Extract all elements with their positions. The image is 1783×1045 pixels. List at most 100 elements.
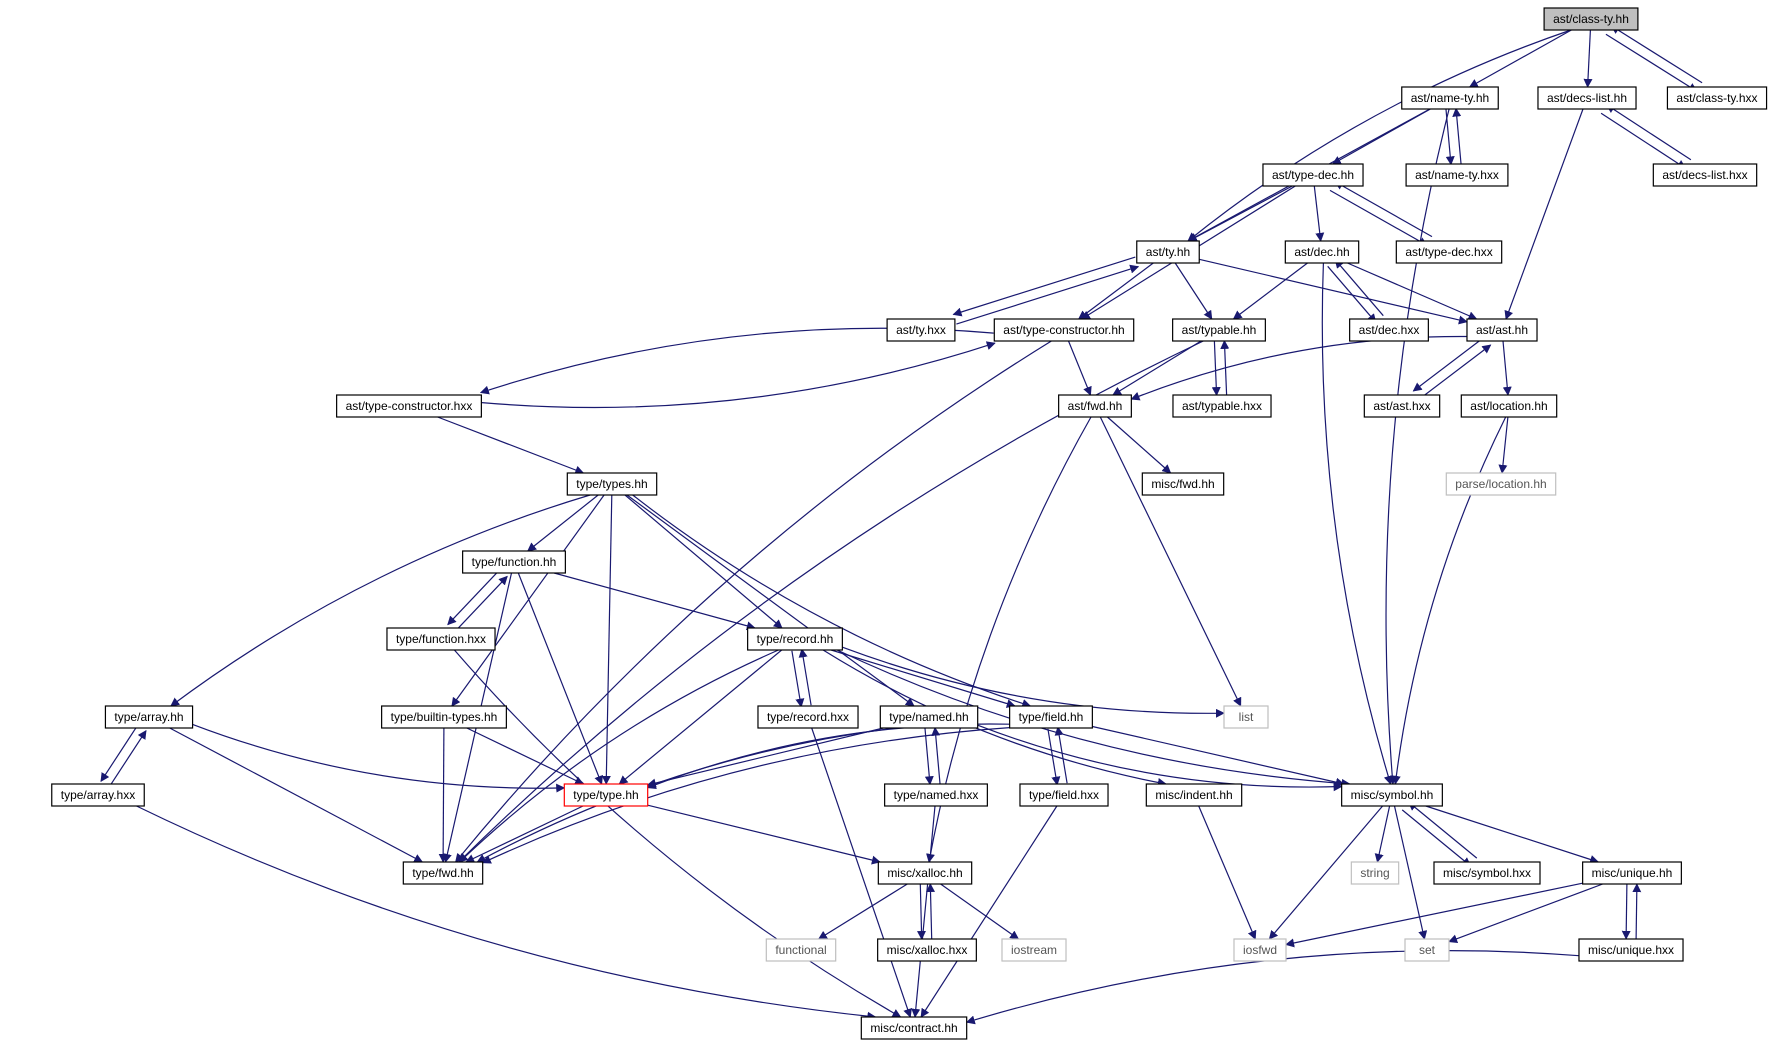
node-type-named-hxx[interactable]: type/named.hxx <box>884 783 988 807</box>
edge-array_hh-to-array_hxx <box>100 724 139 783</box>
node-label: ast/type-constructor.hh <box>1003 323 1124 337</box>
node-ast-class-ty-hxx[interactable]: ast/class-ty.hxx <box>1666 86 1768 110</box>
node-box <box>1466 318 1538 342</box>
node-type-field-hh[interactable]: type/field.hh <box>1009 705 1093 729</box>
node-label: parse/location.hh <box>1455 477 1546 491</box>
node-label: ast/decs-list.hh <box>1547 91 1627 105</box>
node-ast-dec-hh[interactable]: ast/dec.hh <box>1284 240 1360 264</box>
node-label: type/fwd.hh <box>412 866 473 880</box>
node-box <box>879 705 979 729</box>
node-box <box>1223 705 1269 729</box>
node-ast-ty-hxx[interactable]: ast/ty.hxx <box>886 318 956 342</box>
node-ast-dec-hxx[interactable]: ast/dec.hxx <box>1349 318 1429 342</box>
edge-array_hxx-to-contract_hh <box>136 805 877 1021</box>
node-type-builtin-types-hh[interactable]: type/builtin-types.hh <box>381 705 507 729</box>
node-box <box>1136 240 1200 264</box>
node-label: ast/dec.hxx <box>1359 323 1420 337</box>
node-box <box>1058 394 1132 418</box>
node-ast-ast-hh[interactable]: ast/ast.hh <box>1466 318 1538 342</box>
edge-typector_hxx-to-typector_hh <box>481 341 996 409</box>
edge-unique_hh-to-set <box>1448 883 1603 944</box>
node-type-function-hxx[interactable]: type/function.hxx <box>386 627 496 651</box>
node-type-function-hh[interactable]: type/function.hh <box>462 550 566 574</box>
node-misc-indent-hh[interactable]: misc/indent.hh <box>1145 783 1243 807</box>
node-ast-typable-hh[interactable]: ast/typable.hh <box>1172 318 1266 342</box>
edge-named_hxx-to-named_hh <box>931 726 941 784</box>
node-box <box>1405 163 1509 187</box>
node-label: ast/typable.hh <box>1182 323 1257 337</box>
edge-record_hh-to-typefwd_hh <box>458 649 779 863</box>
edge-function_hxx-to-contract_hh <box>453 649 902 1018</box>
edge-astfwd_hh-to-list <box>1099 416 1242 707</box>
node-ast-class-ty-hh[interactable]: ast/class-ty.hh <box>1543 7 1639 31</box>
edge-namety_hh-to-symbol_hh <box>1385 108 1450 785</box>
edge-decslist_hh-to-ast_hh <box>1504 108 1584 320</box>
node-type-array-hxx[interactable]: type/array.hxx <box>51 783 145 807</box>
node-type-array-hh[interactable]: type/array.hh <box>104 705 194 729</box>
edge-typedec_hh-to-dec_hh <box>1313 185 1325 242</box>
node-misc-symbol-hxx[interactable]: misc/symbol.hxx <box>1433 861 1541 885</box>
node-label: iostream <box>1011 943 1057 957</box>
node-box <box>884 783 988 807</box>
node-misc-xalloc-hh[interactable]: misc/xalloc.hh <box>877 861 973 885</box>
node-box <box>1578 938 1684 962</box>
node-ast-typable-hxx[interactable]: ast/typable.hxx <box>1172 394 1272 418</box>
node-ast-location-hh[interactable]: ast/location.hh <box>1460 394 1558 418</box>
node-box <box>402 861 484 885</box>
node-misc-unique-hh[interactable]: misc/unique.hh <box>1582 861 1682 885</box>
node-ast-type-constructor-hxx[interactable]: ast/type-constructor.hxx <box>336 394 482 418</box>
node-label: misc/indent.hh <box>1155 788 1232 802</box>
node-misc-contract-hh[interactable]: misc/contract.hh <box>860 1016 968 1040</box>
node-ast-name-ty-hh[interactable]: ast/name-ty.hh <box>1401 86 1499 110</box>
node-ast-decs-list-hh[interactable]: ast/decs-list.hh <box>1537 86 1637 110</box>
edge-typable_hh-to-typable_hxx <box>1211 341 1221 397</box>
node-box <box>1349 318 1429 342</box>
node-type-field-hxx[interactable]: type/field.hxx <box>1019 783 1109 807</box>
node-label: type/array.hxx <box>61 788 135 802</box>
node-misc-unique-hxx[interactable]: misc/unique.hxx <box>1578 938 1684 962</box>
edge-array_hxx-to-array_hh <box>108 729 147 788</box>
node-ast-ty-hh[interactable]: ast/ty.hh <box>1136 240 1200 264</box>
node-misc-fwd-hh[interactable]: misc/fwd.hh <box>1141 472 1225 496</box>
node-misc-xalloc-hxx[interactable]: misc/xalloc.hxx <box>877 938 977 962</box>
edge-ty_hh-to-ty_hxx <box>952 256 1136 317</box>
node-type-fwd-hh[interactable]: type/fwd.hh <box>402 861 484 885</box>
node-type-named-hh[interactable]: type/named.hh <box>879 705 979 729</box>
node-label: type/array.hh <box>114 710 183 724</box>
node-ast-type-constructor-hh[interactable]: ast/type-constructor.hh <box>993 318 1135 342</box>
node-ast-decs-list-hxx[interactable]: ast/decs-list.hxx <box>1652 163 1758 187</box>
edge-builtin_hh-to-type_hh <box>466 727 585 785</box>
node-ast-type-dec-hh[interactable]: ast/type-dec.hh <box>1262 163 1364 187</box>
edge-types_hh-to-record_hh <box>624 494 783 629</box>
edge-types_hh-to-type_hh <box>601 494 613 785</box>
node-box <box>1284 240 1360 264</box>
node-type-type-hh[interactable]: type/type.hh <box>563 783 649 807</box>
node-ast-type-dec-hxx[interactable]: ast/type-dec.hxx <box>1395 240 1503 264</box>
node-type-record-hxx[interactable]: type/record.hxx <box>757 705 859 729</box>
node-label: ast/name-ty.hh <box>1411 91 1489 105</box>
node-label: misc/contract.hh <box>870 1021 957 1035</box>
edge-symbol_hh-to-unique_hh <box>1425 805 1600 864</box>
node-misc-symbol-hh[interactable]: misc/symbol.hh <box>1341 783 1443 807</box>
node-box <box>104 705 194 729</box>
node-box <box>993 318 1135 342</box>
edge-record_hh-to-type_hh <box>618 649 783 785</box>
node-type-record-hh[interactable]: type/record.hh <box>747 627 843 651</box>
edge-classty_hxx-to-classty_hh <box>1610 25 1703 84</box>
edge-record_hh-to-field_hh <box>830 649 1016 708</box>
node-ast-fwd-hh[interactable]: ast/fwd.hh <box>1058 394 1132 418</box>
edge-field_hh-to-typefwd_hh <box>481 727 1010 864</box>
node-ast-ast-hxx[interactable]: ast/ast.hxx <box>1363 394 1441 418</box>
node-type-types-hh[interactable]: type/types.hh <box>566 472 658 496</box>
edge-named_hh-to-symbol_hh <box>977 724 1343 792</box>
edge-ast_hh-to-astfwd_hh <box>1130 335 1468 401</box>
edge-dec_hh-to-dec_hxx <box>1327 265 1377 323</box>
node-box <box>860 1016 968 1040</box>
edge-typector_hxx-to-types_hh <box>437 416 585 475</box>
node-box <box>1262 163 1364 187</box>
edge-types_hh-to-builtin_hh <box>451 494 605 707</box>
edge-ty_hxx-to-ty_hh <box>956 264 1140 325</box>
edge-function_hxx-to-function_hh <box>454 575 508 632</box>
node-ast-name-ty-hxx[interactable]: ast/name-ty.hxx <box>1405 163 1509 187</box>
node-iosfwd: iosfwd <box>1233 938 1287 962</box>
